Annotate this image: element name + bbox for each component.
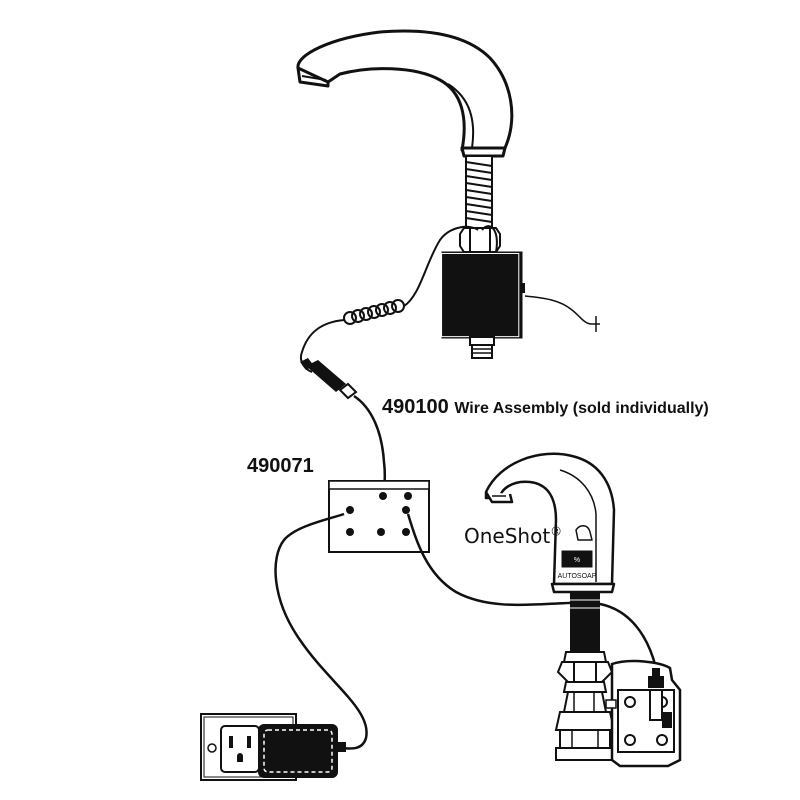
solenoid-valve-box	[441, 251, 525, 359]
junction-box-490071	[328, 480, 430, 553]
oneshot-cable	[406, 513, 658, 669]
oneshot-control-module	[605, 659, 682, 768]
oneshot-label: OneShot®	[464, 524, 562, 548]
inline-connector	[300, 358, 358, 400]
autosoap-text: AUTOSOAP	[558, 573, 597, 580]
faucet-threaded-shank	[459, 155, 501, 253]
registered-mark: ®	[550, 524, 563, 539]
power-adapter-cable	[274, 512, 368, 750]
solenoid-wire-loop	[403, 225, 479, 307]
power-adapter	[258, 724, 346, 778]
junction-box-label: 490071	[247, 455, 314, 477]
oneshot-product-name: OneShot	[464, 524, 551, 548]
wire-assembly-cable	[353, 394, 387, 493]
solenoid-output-wire	[524, 295, 600, 332]
oneshot-soap-dispenser: % AUTOSOAP	[484, 452, 616, 594]
wire-assembly-label: 490100 Wire Assembly (sold individually)	[382, 396, 709, 419]
svg-text:%: %	[574, 557, 580, 564]
wire-assembly-description: Wire Assembly (sold individually)	[454, 400, 709, 417]
wire-assembly-part-number: 490100	[382, 396, 449, 418]
dispenser-shank	[570, 592, 600, 654]
top-faucet	[296, 29, 514, 158]
